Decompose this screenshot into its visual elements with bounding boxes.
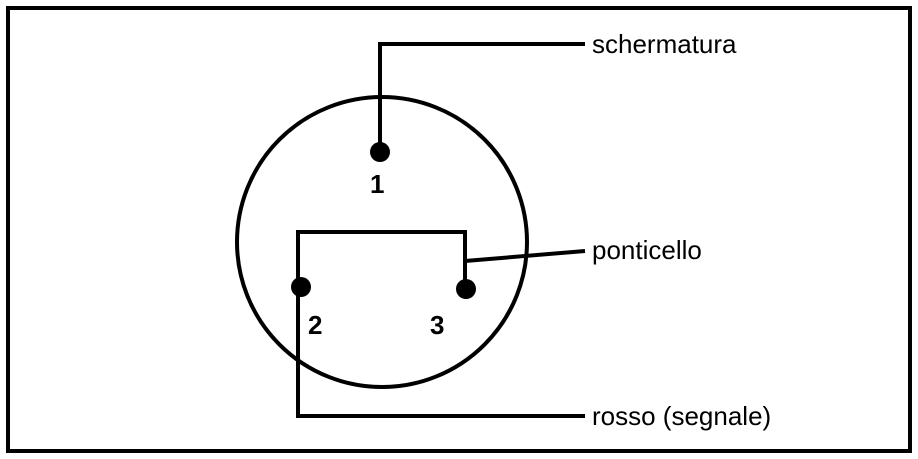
pin-3-dot [456, 279, 476, 299]
bridge-leader [464, 249, 586, 263]
bridge-wire [296, 230, 467, 288]
pin-1-number: 1 [370, 169, 384, 199]
shield-wire [378, 42, 585, 150]
pin-3-number: 3 [430, 310, 444, 340]
signal-wire [296, 288, 585, 418]
pin-2-dot [291, 277, 311, 297]
bridge-label: ponticello [592, 235, 702, 265]
signal-label: rosso (segnale) [592, 401, 771, 431]
diagram-frame [6, 6, 912, 453]
shield-label: schermatura [592, 29, 737, 59]
pin-2-number: 2 [308, 310, 322, 340]
pin-1-dot [370, 142, 390, 162]
